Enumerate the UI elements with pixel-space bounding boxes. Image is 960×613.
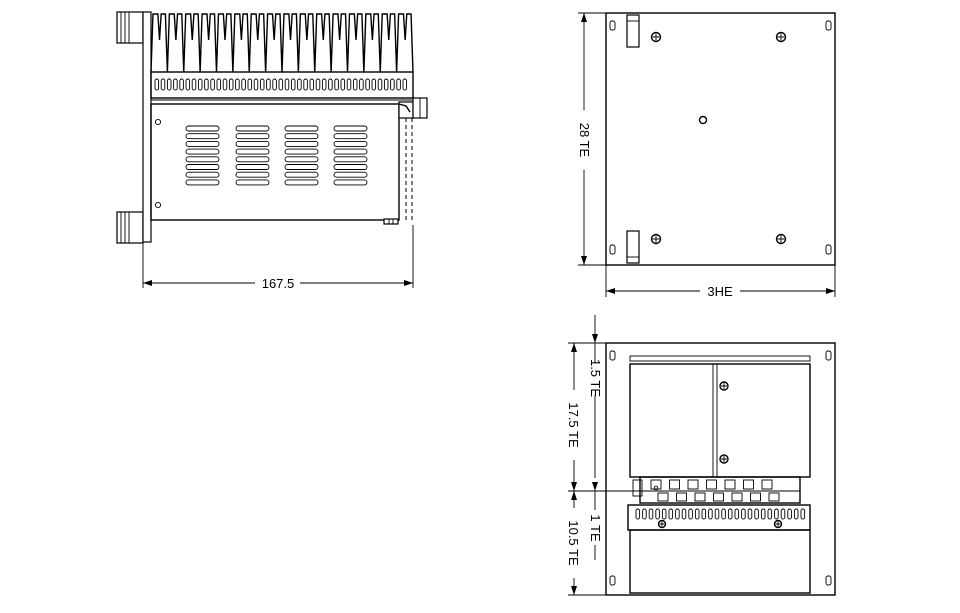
side-view-front-panel — [142, 11, 152, 243]
housing-vent-slots — [185, 125, 368, 186]
front-height-dimension: 28 TE — [577, 12, 606, 266]
rear-lower-offset-label: 1 TE — [588, 514, 603, 542]
front-view-led — [698, 115, 708, 125]
side-length-label: 167.5 — [262, 276, 295, 291]
side-view-rear-connector — [383, 97, 428, 225]
heatsink-base — [150, 71, 414, 99]
side-length-dimension: 167.5 — [142, 225, 414, 291]
rear-view-connector-strip — [632, 476, 801, 504]
housing-screw-hole-bottom — [154, 201, 162, 209]
front-view-panel — [605, 12, 836, 266]
heatsink-fins — [150, 13, 414, 73]
rear-upper-height-label: 17.5 TE — [566, 402, 581, 448]
front-width-label: 3HE — [707, 284, 733, 299]
rear-view-lower-module — [627, 504, 811, 594]
rear-view-vent-row — [635, 508, 806, 520]
rear-lower-height-label: 10.5 TE — [566, 520, 581, 566]
front-view-handles — [626, 14, 640, 264]
front-width-dimension: 3HE — [605, 265, 836, 299]
rear-upper-offset-label: 1.5 TE — [588, 359, 603, 397]
rear-view-top-strip — [629, 355, 811, 362]
rear-view-upper-module — [629, 363, 811, 478]
heatsink-vent-row — [154, 78, 408, 91]
side-view: 167.5 — [116, 11, 428, 291]
front-view: 28 TE 3HE — [577, 12, 836, 299]
rear-height-dimensions: 17.5 TE 10.5 TE — [566, 342, 606, 596]
rear-offset-dimensions: 1.5 TE 1 TE — [588, 315, 640, 560]
side-view-handle-top — [116, 11, 144, 44]
rear-view-slot-holes — [609, 350, 832, 586]
front-height-label: 28 TE — [577, 123, 592, 158]
front-view-slot-holes — [609, 20, 832, 255]
side-view-handle-bottom — [116, 211, 144, 244]
rear-view: 1.5 TE 1 TE 17.5 TE 10.5 TE — [566, 315, 836, 596]
housing-screw-hole-top — [154, 118, 162, 126]
rear-view-panel — [605, 342, 836, 596]
front-view-screw-icons — [650, 31, 787, 245]
